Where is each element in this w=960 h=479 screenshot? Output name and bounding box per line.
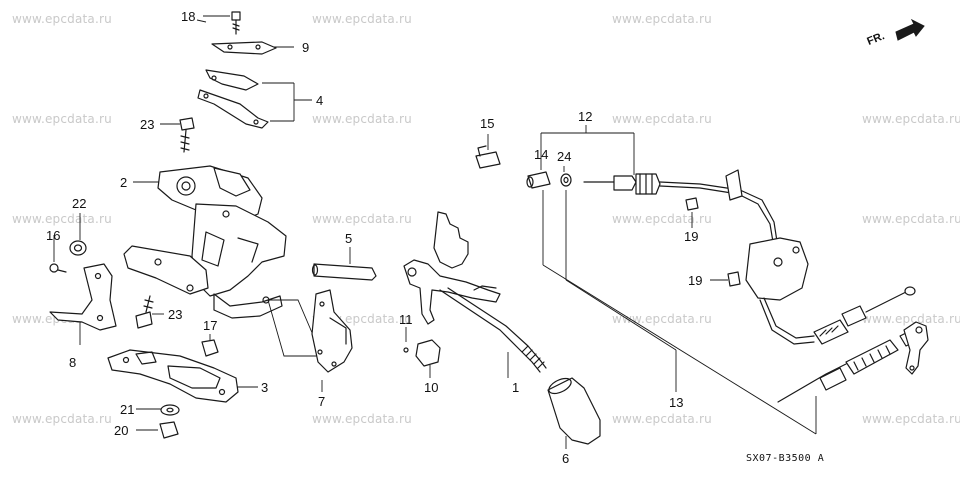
part-17-clip (201, 339, 219, 357)
watermark: www.epcdata.ru (12, 112, 112, 126)
part-8-bracket (49, 263, 117, 331)
part-11-small-pin (403, 347, 409, 353)
part-10-bushing (415, 339, 441, 367)
callout-19a: 19 (684, 229, 699, 244)
callout-15: 15 (480, 116, 495, 131)
watermark: www.epcdata.ru (862, 112, 960, 126)
callout-13: 13 (669, 395, 684, 410)
callout-14: 14 (534, 147, 549, 162)
callout-2: 2 (120, 175, 128, 190)
callout-12: 12 (578, 109, 593, 124)
part-20-cap (159, 421, 179, 439)
watermark: www.epcdata.ru (312, 112, 412, 126)
watermark: www.epcdata.ru (862, 312, 960, 326)
watermark: www.epcdata.ru (862, 412, 960, 426)
callout-16: 16 (46, 228, 61, 243)
callout-1: 1 (512, 380, 520, 395)
part-6-knob (547, 377, 601, 445)
part-22-grommet (69, 240, 87, 256)
watermark: www.epcdata.ru (312, 12, 412, 26)
watermark: www.epcdata.ru (312, 212, 412, 226)
callout-3: 3 (261, 380, 269, 395)
part-15-clip (475, 145, 501, 169)
callout-4: 4 (316, 93, 324, 108)
callout-22: 22 (72, 196, 87, 211)
callout-11: 11 (399, 312, 413, 327)
callout-17: 17 (203, 318, 218, 333)
callout-6: 6 (562, 451, 570, 466)
part-23-bolt-upper (179, 117, 195, 153)
part-1-shift-lever (403, 211, 547, 373)
watermark: www.epcdata.ru (312, 412, 412, 426)
callout-23a: 23 (140, 117, 155, 132)
callout-18: 18 (181, 9, 196, 24)
part-12-cable-end (583, 173, 661, 195)
watermark: www.epcdata.ru (862, 212, 960, 226)
part-19-nut-lower (727, 271, 741, 287)
callout-9: 9 (302, 40, 310, 55)
callout-20: 20 (114, 423, 129, 438)
callout-24: 24 (557, 149, 572, 164)
part-16-screw (49, 263, 67, 273)
watermark: www.epcdata.ru (612, 312, 712, 326)
callout-7: 7 (318, 394, 326, 409)
callout-21: 21 (120, 402, 135, 417)
callout-19b: 19 (688, 273, 703, 288)
watermark: www.epcdata.ru (612, 12, 712, 26)
callout-23b: 23 (168, 307, 183, 322)
watermark: www.epcdata.ru (612, 112, 712, 126)
part-21-washer (160, 404, 180, 416)
part-3-base-plate (107, 349, 239, 403)
watermark: www.epcdata.ru (612, 412, 712, 426)
callout-5: 5 (345, 231, 353, 246)
watermark: www.epcdata.ru (12, 212, 112, 226)
diagram-code: SX07-B3500 A (746, 453, 825, 464)
part-18-bolt (231, 11, 241, 35)
callout-8: 8 (69, 355, 77, 370)
watermark: www.epcdata.ru (12, 12, 112, 26)
front-direction-arrow-icon (895, 18, 925, 41)
part-14-collar (526, 171, 551, 189)
part-19-nut-upper (685, 197, 699, 211)
part-9-plate (211, 41, 277, 55)
watermark: www.epcdata.ru (12, 412, 112, 426)
leader-lines (53, 15, 817, 449)
part-2-bracket-assembly (123, 165, 287, 319)
part-13-cable (659, 169, 929, 403)
part-24-ring (560, 173, 572, 187)
callout-10: 10 (424, 380, 439, 395)
part-7-bracket (311, 289, 353, 373)
part-4-plate-set (197, 69, 269, 129)
part-23-bolt-lower (135, 295, 154, 329)
part-5-pin (311, 263, 377, 281)
watermark: www.epcdata.ru (612, 212, 712, 226)
